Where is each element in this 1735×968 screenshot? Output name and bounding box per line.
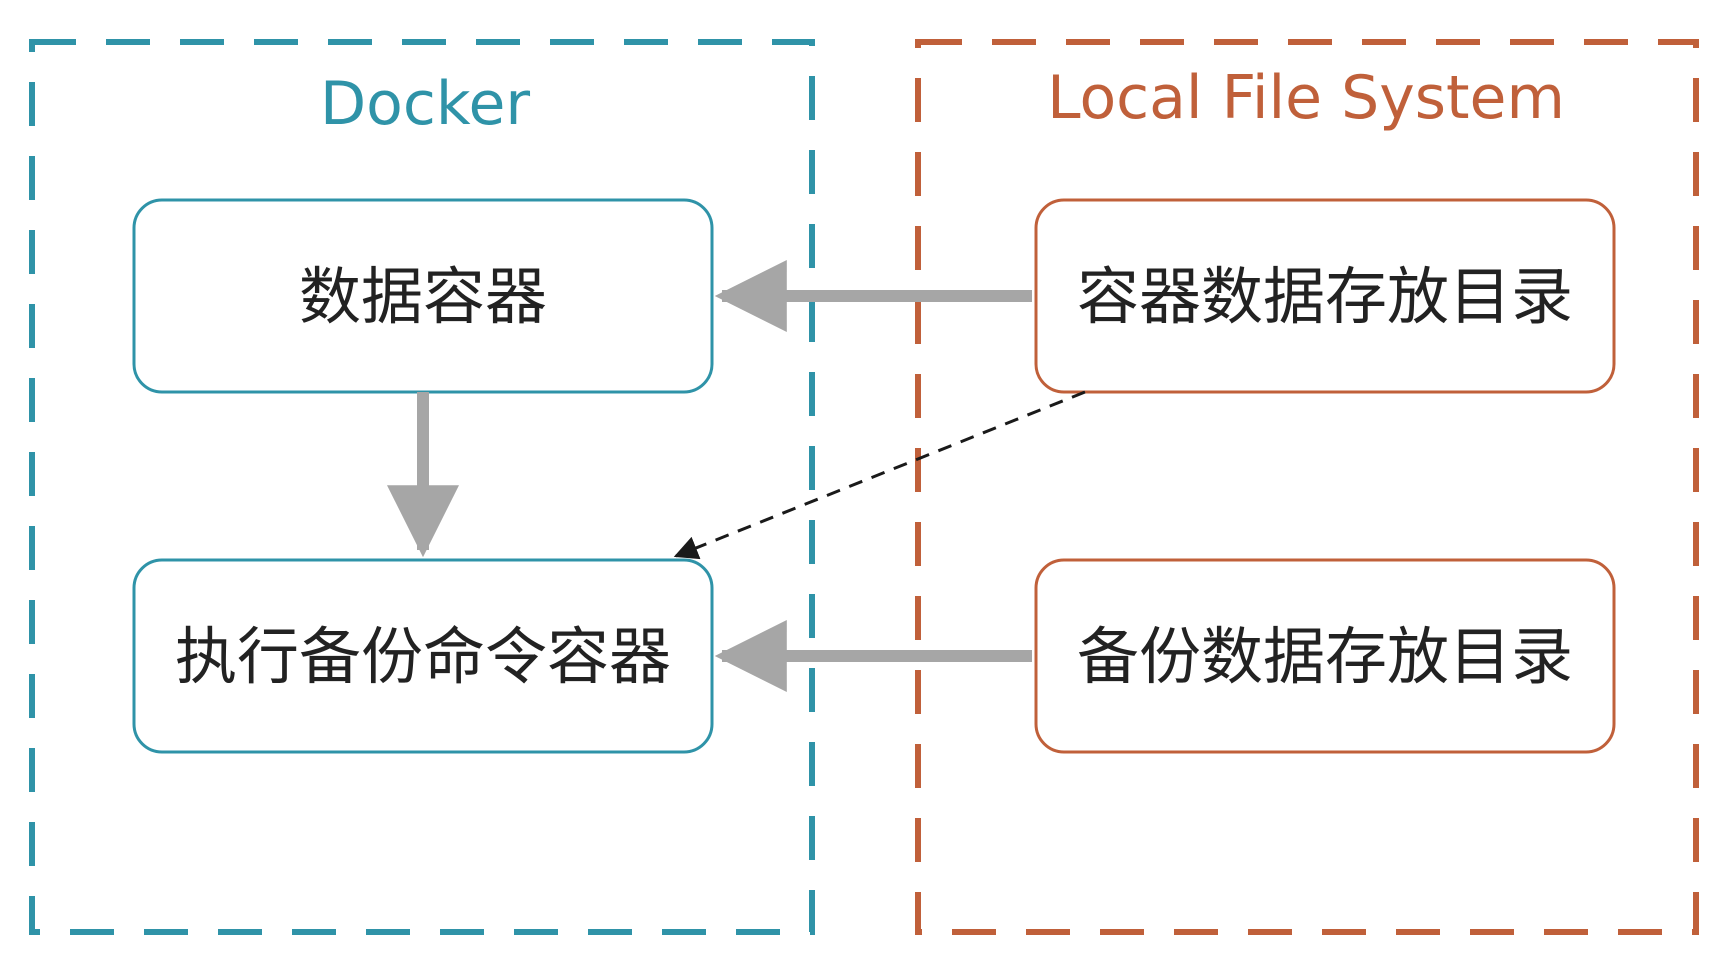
local-fs-group-frame [915, 39, 1699, 935]
backup-container-node [132, 558, 714, 754]
container-data-dir-label: 容器数据存放目录 [1077, 260, 1573, 333]
backup-data-dir-label: 备份数据存放目录 [1077, 620, 1573, 693]
edge-container-data-dir-to-backup-container-dashed [673, 390, 1086, 560]
local-fs-group-title: Local File System [1047, 63, 1565, 133]
docker-group-title: Docker [320, 69, 530, 139]
data-container-label: 数据容器 [299, 260, 547, 333]
backup-data-dir-node [1034, 558, 1616, 754]
docker-group-frame [29, 39, 815, 935]
backup-container-label: 执行备份命令容器 [175, 620, 671, 693]
container-data-dir-node [1034, 198, 1616, 394]
